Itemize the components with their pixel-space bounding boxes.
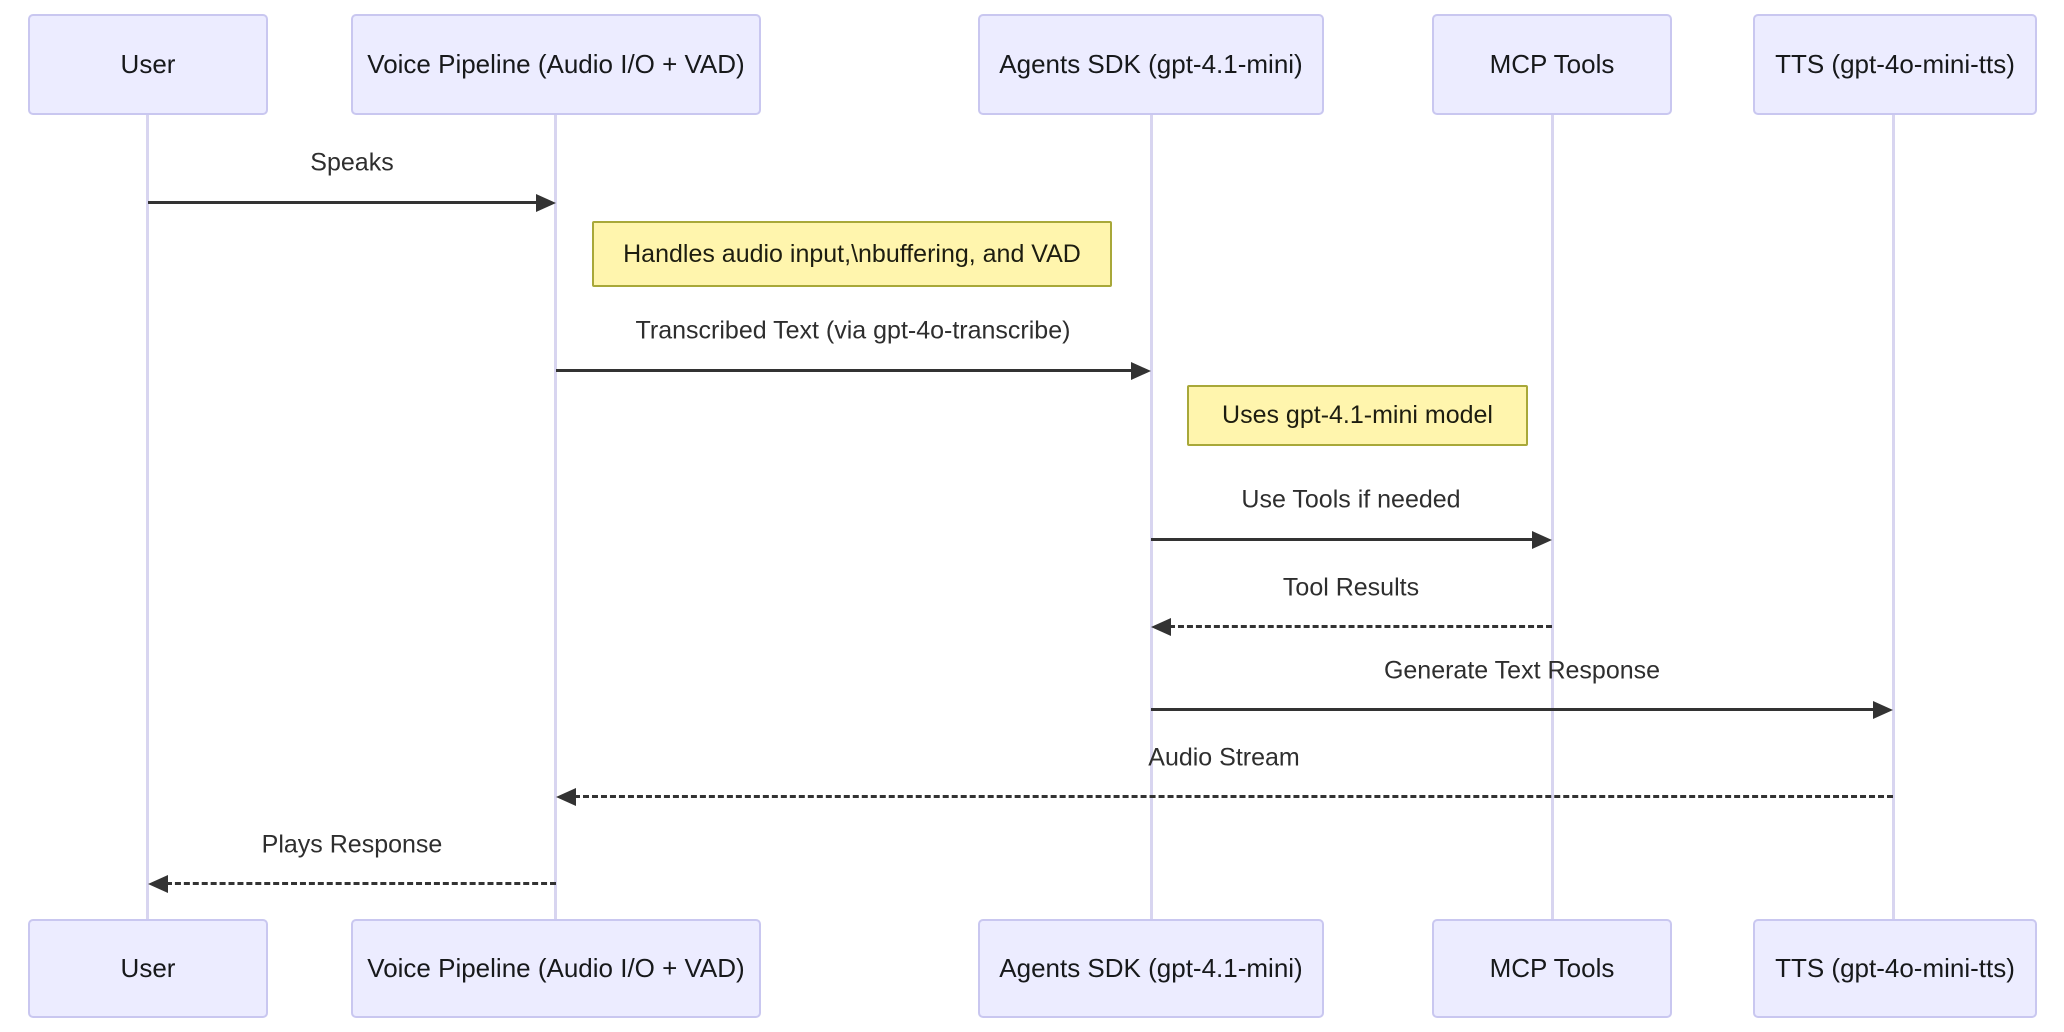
arrowhead-right-icon [1873,701,1893,719]
participant-top-mcp-tools: MCP Tools [1432,14,1672,115]
lifeline-tts [1892,115,1895,919]
message-line-tool-results [1169,625,1552,628]
lifeline-user [146,115,149,919]
participant-bottom-voice-pipeline: Voice Pipeline (Audio I/O + VAD) [351,919,761,1018]
arrowhead-left-icon [1151,618,1171,636]
message-label-tool-results: Tool Results [1282,573,1420,602]
arrowhead-right-icon [1131,362,1151,380]
lifeline-agents-sdk [1150,115,1153,919]
participant-top-user: User [28,14,268,115]
participant-bottom-mcp-tools: MCP Tools [1432,919,1672,1018]
message-line-use-tools [1151,538,1532,541]
message-label-generate-text-response: Generate Text Response [1383,656,1661,685]
note-voice-pipeline: Handles audio input,\nbuffering, and VAD [592,221,1112,287]
message-line-audio-stream [574,795,1893,798]
message-label-audio-stream: Audio Stream [1148,743,1300,772]
message-line-speaks [148,201,536,204]
message-label-speaks: Speaks [310,148,394,177]
lifeline-voice-pipeline [554,115,557,919]
participant-top-voice-pipeline: Voice Pipeline (Audio I/O + VAD) [351,14,761,115]
participant-bottom-user: User [28,919,268,1018]
message-line-plays-response [166,882,556,885]
arrowhead-right-icon [1532,531,1552,549]
arrowhead-left-icon [148,875,168,893]
message-label-use-tools: Use Tools if needed [1241,485,1461,514]
lifeline-mcp-tools [1551,115,1554,919]
message-label-plays-response: Plays Response [261,830,443,859]
message-line-generate-text-response [1151,708,1873,711]
arrowhead-right-icon [536,194,556,212]
participant-bottom-tts: TTS (gpt-4o-mini-tts) [1753,919,2037,1018]
message-line-transcribed-text [556,369,1131,372]
participant-bottom-agents-sdk: Agents SDK (gpt-4.1-mini) [978,919,1324,1018]
arrowhead-left-icon [556,788,576,806]
participant-top-tts: TTS (gpt-4o-mini-tts) [1753,14,2037,115]
participant-top-agents-sdk: Agents SDK (gpt-4.1-mini) [978,14,1324,115]
note-agents-sdk: Uses gpt-4.1-mini model [1187,385,1528,446]
message-label-transcribed-text: Transcribed Text (via gpt-4o-transcribe) [635,316,1071,345]
